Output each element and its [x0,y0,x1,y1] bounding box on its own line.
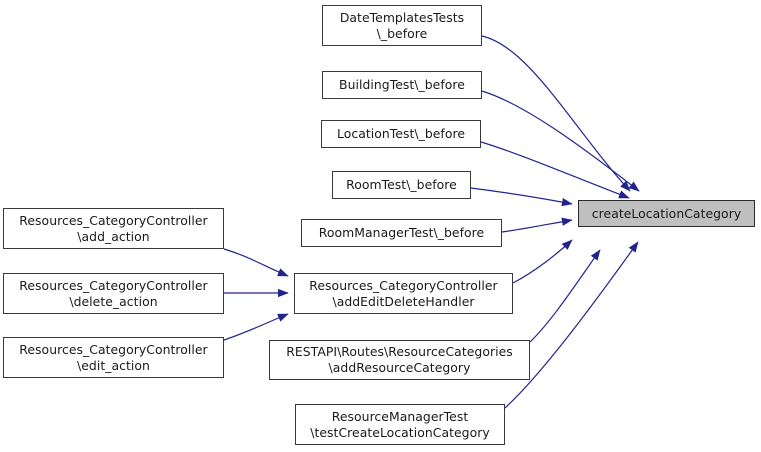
graph-node-create_location_category[interactable]: createLocationCategory [578,200,755,227]
edge-date-templates [481,35,631,192]
graph-node-restapi_routes_resource_categories_add_resource_category[interactable]: RESTAPI\Routes\ResourceCategories \addRe… [269,340,530,380]
graph-node-building_test_before[interactable]: BuildingTest\_before [322,71,482,99]
graph-node-room_test_before[interactable]: RoomTest\_before [332,171,471,199]
graph-node-room_manager_test_before[interactable]: RoomManagerTest\_before [301,219,502,247]
edge-resource-manager-test [504,241,639,409]
edge-add-edit-delete-handler [512,239,573,284]
edge-restapi-add-resource-category [529,249,601,343]
edge-building-test [481,90,640,192]
graph-node-resource_manager_test_test_create_location_category[interactable]: ResourceManagerTest \testCreateLocationC… [295,404,505,445]
edge-room-test [470,187,573,207]
edge-add-action-handler [223,248,289,277]
edge-room-manager-test [501,217,573,233]
graph-node-resources_category_controller_delete_action[interactable]: Resources_CategoryController \delete_act… [3,273,224,314]
graph-node-resources_category_controller_add_edit_delete_handler[interactable]: Resources_CategoryController \addEditDel… [294,273,513,314]
edge-location-test [480,141,630,199]
graph-node-resources_category_controller_edit_action[interactable]: Resources_CategoryController \edit_actio… [3,337,224,378]
graph-node-resources_category_controller_add_action[interactable]: Resources_CategoryController \add_action [3,208,224,249]
graph-node-location_test_before[interactable]: LocationTest\_before [321,120,481,148]
edge-edit-action-handler [223,313,289,341]
graph-node-date_templates_tests_before[interactable]: DateTemplatesTests \_before [322,5,482,46]
